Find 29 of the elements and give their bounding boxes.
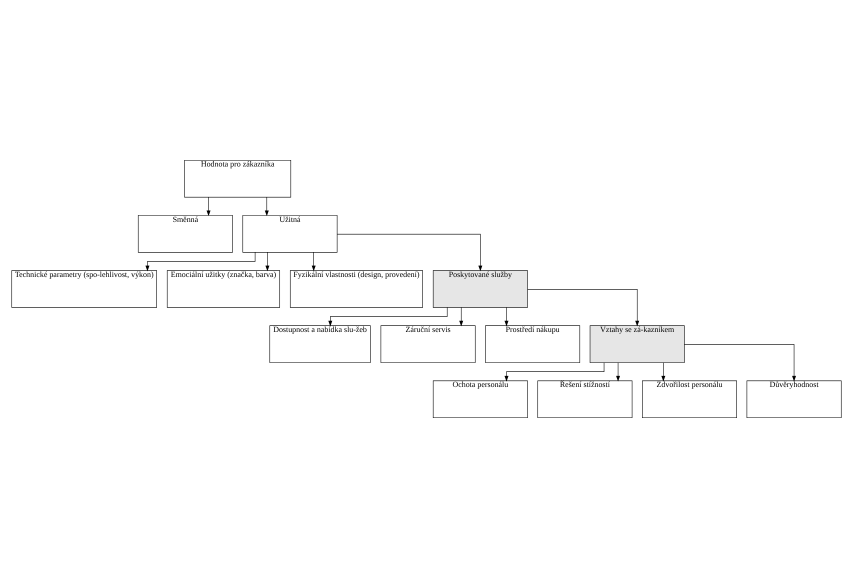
arrow bbox=[328, 306, 448, 326]
node-box: Prostředí nákupu bbox=[485, 324, 580, 362]
arrow bbox=[504, 362, 604, 382]
arrow bbox=[264, 196, 269, 216]
node-box: Hodnota pro zákazníka bbox=[184, 160, 292, 197]
node-box: Vztahy se zá-kazníkem bbox=[590, 324, 685, 362]
arrow bbox=[661, 362, 666, 382]
arrow bbox=[265, 252, 270, 271]
node-box: Emociální užitky (značka, barva) bbox=[166, 270, 280, 308]
arrow bbox=[684, 344, 796, 382]
node-box: Směnná bbox=[138, 214, 233, 252]
node-box: Ochota personálu bbox=[432, 380, 528, 418]
node-box: Technické parametry (spo-lehlivost, výkon) bbox=[11, 270, 157, 308]
arrow bbox=[504, 306, 508, 326]
arrow bbox=[459, 306, 464, 326]
node-box: Poskytované služby bbox=[432, 270, 528, 308]
node-box: Důvěryhodnost bbox=[746, 380, 842, 418]
node-box: Záruční servis bbox=[380, 324, 476, 362]
arrow bbox=[527, 288, 640, 326]
node-box: Fyzikální vlastnosti (design, provedení) bbox=[290, 270, 423, 308]
arrow bbox=[336, 233, 482, 271]
node-box: Dostupnost a nabídka slu-žeb bbox=[270, 324, 371, 362]
arrow bbox=[616, 362, 620, 382]
node-box: Zdvořilost personálu bbox=[642, 380, 737, 418]
arrow bbox=[145, 252, 256, 271]
node-box: Řešení stížností bbox=[537, 380, 632, 418]
arrow bbox=[312, 252, 316, 271]
node-box: Užitná bbox=[242, 214, 338, 252]
arrow bbox=[206, 196, 211, 216]
